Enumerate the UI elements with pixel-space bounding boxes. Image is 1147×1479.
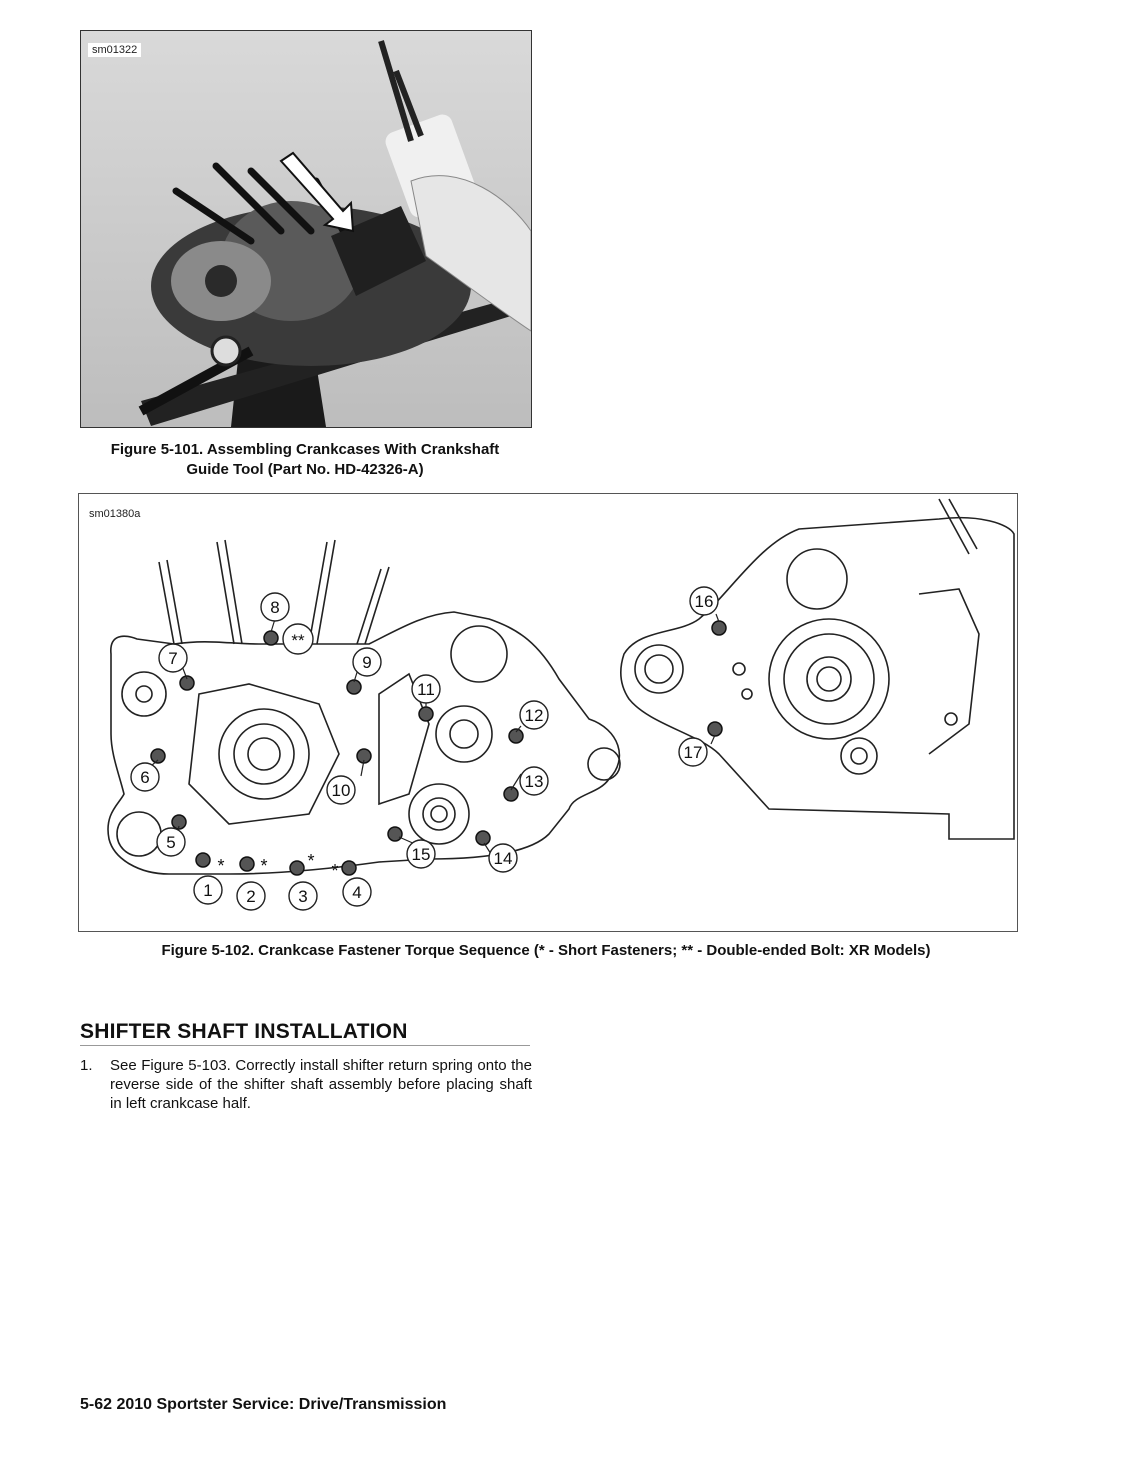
page-footer: 5-62 2010 Sportster Service: Drive/Trans… [80, 1396, 447, 1413]
callout-4: 4 [342, 877, 372, 907]
callout-17: 17 [678, 737, 708, 767]
svg-text:4: 4 [352, 883, 361, 902]
callout-10: 10 [326, 775, 356, 805]
callout-14: 14 [488, 843, 518, 873]
svg-text:3: 3 [298, 887, 307, 906]
figure-5-101-photo: sm01322 [80, 30, 532, 428]
step-text: See Figure 5-103. Correctly install shif… [110, 1057, 532, 1112]
figure-5-101-caption: Figure 5-101. Assembling Crankcases With… [80, 440, 530, 480]
callout-8: 8 [260, 592, 290, 622]
section-title: SHIFTER SHAFT INSTALLATION [80, 1020, 408, 1043]
double-ended-bolt-callout: ** [282, 623, 314, 655]
callout-1: 1 [193, 875, 223, 905]
callout-2: 2 [236, 881, 266, 911]
svg-text:8: 8 [270, 598, 279, 617]
svg-text:2: 2 [246, 887, 255, 906]
figure-id-label: sm01380a [89, 508, 141, 520]
callout-16: 16 [689, 586, 719, 616]
figure-id-label: sm01322 [88, 43, 142, 57]
svg-text:6: 6 [140, 768, 149, 787]
caption-line: Figure 5-101. Assembling Crankcases With… [110, 441, 500, 458]
svg-text:12: 12 [525, 706, 544, 725]
callout-13: 13 [519, 766, 549, 796]
callout-12: 12 [519, 700, 549, 730]
svg-text:10: 10 [332, 781, 351, 800]
svg-text:1: 1 [203, 881, 212, 900]
svg-text:15: 15 [412, 845, 431, 864]
short-fastener-mark: * [260, 856, 267, 876]
callout-6: 6 [130, 762, 160, 792]
callout-11: 11 [411, 674, 441, 704]
step-number: 1. [80, 1057, 93, 1074]
callout-3: 3 [288, 881, 318, 911]
svg-text:9: 9 [362, 653, 371, 672]
callout-5: 5 [156, 827, 186, 857]
callout-9: 9 [352, 647, 382, 677]
svg-text:**: ** [291, 631, 305, 650]
short-fastener-mark: * [331, 861, 338, 881]
crankcase-torque-diagram: 1 2 3 4 5 6 7 8 9 10 11 12 13 14 15 16 1… [107, 498, 1015, 911]
svg-text:11: 11 [417, 680, 435, 699]
callout-15: 15 [406, 839, 436, 869]
short-fastener-mark: * [217, 856, 224, 876]
procedure-step: 1. See Figure 5-103. Correctly install s… [80, 1056, 532, 1113]
crankcase-assembly-photo [81, 31, 531, 427]
svg-text:13: 13 [525, 772, 544, 791]
caption-line: Guide Tool (Part No. HD-42326-A) [186, 461, 424, 478]
svg-text:16: 16 [695, 592, 714, 611]
figure-5-102-caption: Figure 5-102. Crankcase Fastener Torque … [161, 942, 931, 959]
svg-text:17: 17 [684, 743, 703, 762]
svg-text:7: 7 [168, 649, 177, 668]
svg-text:5: 5 [166, 833, 175, 852]
section-rule [80, 1045, 530, 1046]
callout-7: 7 [158, 643, 188, 673]
short-fastener-mark: * [307, 851, 314, 871]
svg-text:14: 14 [494, 849, 513, 868]
figure-5-102-drawing: sm01380a [78, 493, 1018, 932]
